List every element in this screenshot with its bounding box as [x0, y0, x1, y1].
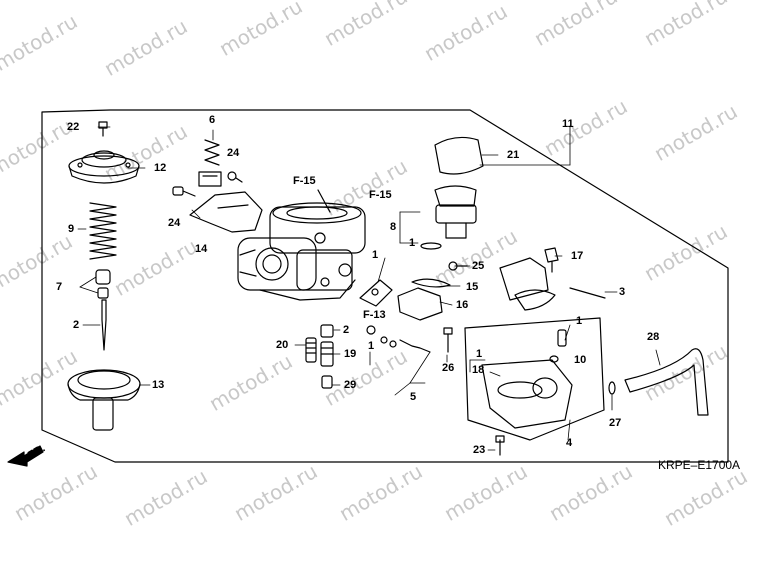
- front-arrow-icon: [7, 445, 44, 467]
- part-20-slow-jet: [305, 337, 317, 363]
- part-2-jet-needle: [101, 299, 107, 351]
- ref-f15a: F-15: [293, 175, 316, 187]
- part-26-screw: [443, 327, 453, 353]
- part-24-screw: [227, 171, 243, 183]
- callout-22: 22: [67, 121, 80, 133]
- callout-6: 6: [209, 114, 216, 126]
- callout-24b: 24: [168, 217, 181, 229]
- part-14-bracket: [189, 191, 263, 233]
- callout-15: 15: [466, 281, 479, 293]
- callout-1c: 1: [368, 340, 375, 352]
- callout-5: 5: [410, 391, 417, 403]
- ref-f13: F-13: [363, 309, 386, 321]
- part-1-oring-float: [549, 355, 559, 363]
- part-28-drain-tube: [624, 348, 709, 416]
- part-27-clip: [608, 381, 616, 395]
- callout-23: 23: [473, 444, 486, 456]
- callout-21: 21: [507, 149, 520, 161]
- part-8-auto-bystarter: [434, 185, 477, 239]
- leader-lines: [77, 125, 661, 451]
- callout-17: 17: [571, 250, 584, 262]
- part-15-clip: [411, 278, 451, 288]
- part-7-needle-holder: [95, 269, 111, 299]
- callout-1e: 1: [476, 348, 483, 360]
- part-2-jet-holder: [320, 324, 334, 338]
- callout-20: 20: [276, 339, 289, 351]
- ref-f15b: F-15: [369, 189, 392, 201]
- part-5-pilot-screw-set: [366, 325, 431, 353]
- carburetor-body: [237, 202, 366, 301]
- callout-8: 8: [390, 221, 397, 233]
- part-17-valve: [544, 247, 559, 273]
- part-10-screw: [557, 329, 567, 347]
- part-29-screw: [321, 375, 333, 389]
- callout-1d: 1: [576, 315, 583, 327]
- diagram-code: KRPE–E1700A: [658, 458, 741, 472]
- part-9-spring: [89, 202, 117, 260]
- part-6-washer: [198, 171, 222, 187]
- callout-1b: 1: [372, 249, 379, 261]
- part-4-float-chamber: [464, 317, 605, 441]
- callout-27: 27: [609, 417, 622, 429]
- callout-1: 1: [409, 237, 416, 249]
- callout-2b: 2: [343, 324, 350, 336]
- callout-13: 13: [152, 379, 165, 391]
- part-23-screw: [495, 435, 505, 456]
- kit-boundary-line: [41, 109, 729, 463]
- callout-24: 24: [227, 147, 240, 159]
- part-16-plate: [397, 287, 443, 321]
- callout-29: 29: [344, 379, 357, 391]
- gasket-hole: [371, 288, 379, 296]
- callout-12: 12: [154, 162, 167, 174]
- callout-19: 19: [344, 348, 357, 360]
- part-22-screw: [98, 121, 108, 137]
- callout-18: 18: [472, 364, 485, 376]
- callout-10: 10: [574, 354, 587, 366]
- part-6-spring: [204, 139, 220, 166]
- callout-26: 26: [442, 362, 455, 374]
- callout-3: 3: [619, 286, 626, 298]
- callout-11: 11: [562, 118, 574, 130]
- callout-7: 7: [56, 281, 63, 293]
- callout-4: 4: [566, 437, 573, 449]
- callout-28: 28: [647, 331, 660, 343]
- callout-25: 25: [472, 260, 485, 272]
- part-1-oring-choke: [420, 242, 442, 250]
- callout-2: 2: [73, 319, 80, 331]
- leader-line: [317, 189, 331, 213]
- callout-14: 14: [195, 243, 208, 255]
- part-24-bolt-lower: [172, 186, 196, 197]
- part-12-top-cover: [68, 150, 140, 184]
- part-3-hose-cap: [499, 257, 606, 311]
- part-21-cover: [434, 136, 484, 175]
- callout-16: 16: [456, 299, 469, 311]
- part-19-main-jet: [320, 341, 334, 367]
- part-1-gasket-a: [359, 279, 393, 307]
- part-13-piston-diaphragm: [67, 369, 141, 431]
- callout-9: 9: [68, 223, 75, 235]
